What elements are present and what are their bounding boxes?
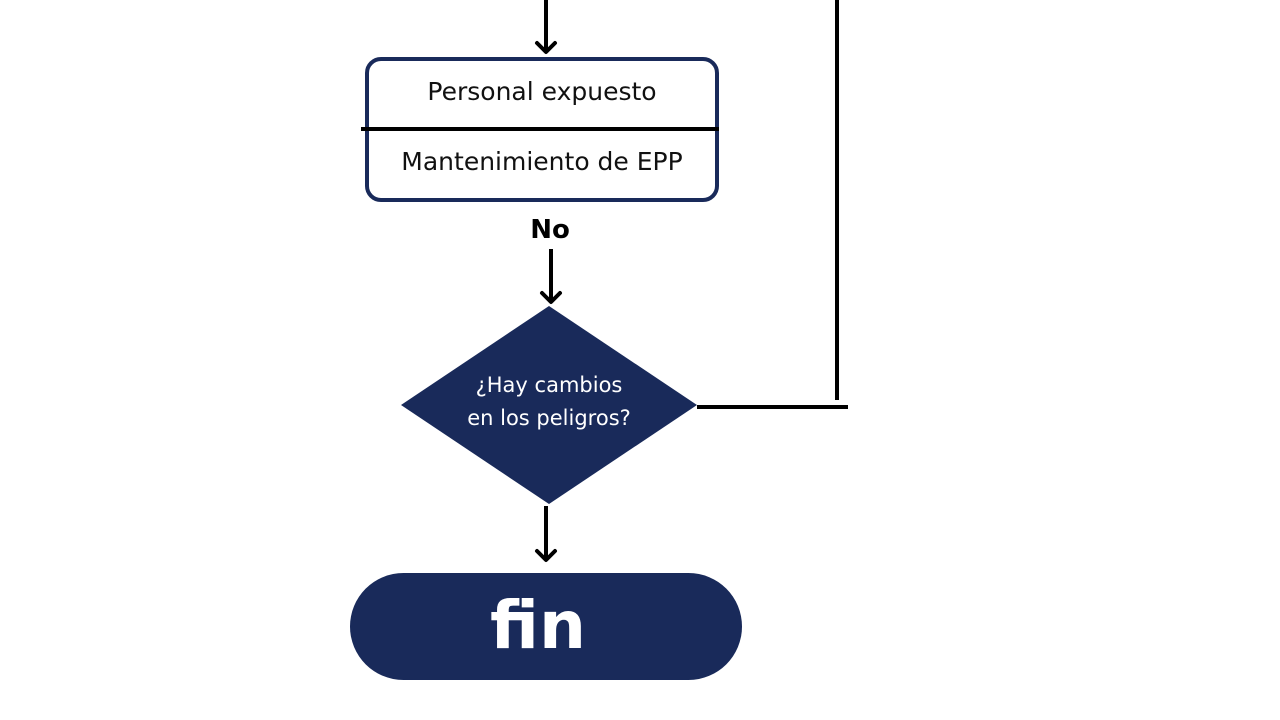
decision-label-line-1: ¿Hay cambios	[475, 373, 623, 397]
end-terminator: fin	[350, 573, 742, 680]
decision-diamond	[401, 306, 697, 504]
decision-label-line-2: en los peligros?	[467, 406, 631, 430]
process-top-label: Personal expuesto	[427, 77, 657, 106]
process-bottom-label: Mantenimiento de EPP	[401, 147, 683, 176]
branch-label-no: No	[530, 215, 570, 245]
outgoing-arrow-head	[535, 549, 557, 562]
incoming-arrow-head	[535, 41, 557, 54]
end-terminator-label: fin	[490, 587, 586, 664]
no-arrow-head	[540, 291, 562, 304]
decision-label: ¿Hay cambios en los peligros?	[420, 369, 678, 435]
